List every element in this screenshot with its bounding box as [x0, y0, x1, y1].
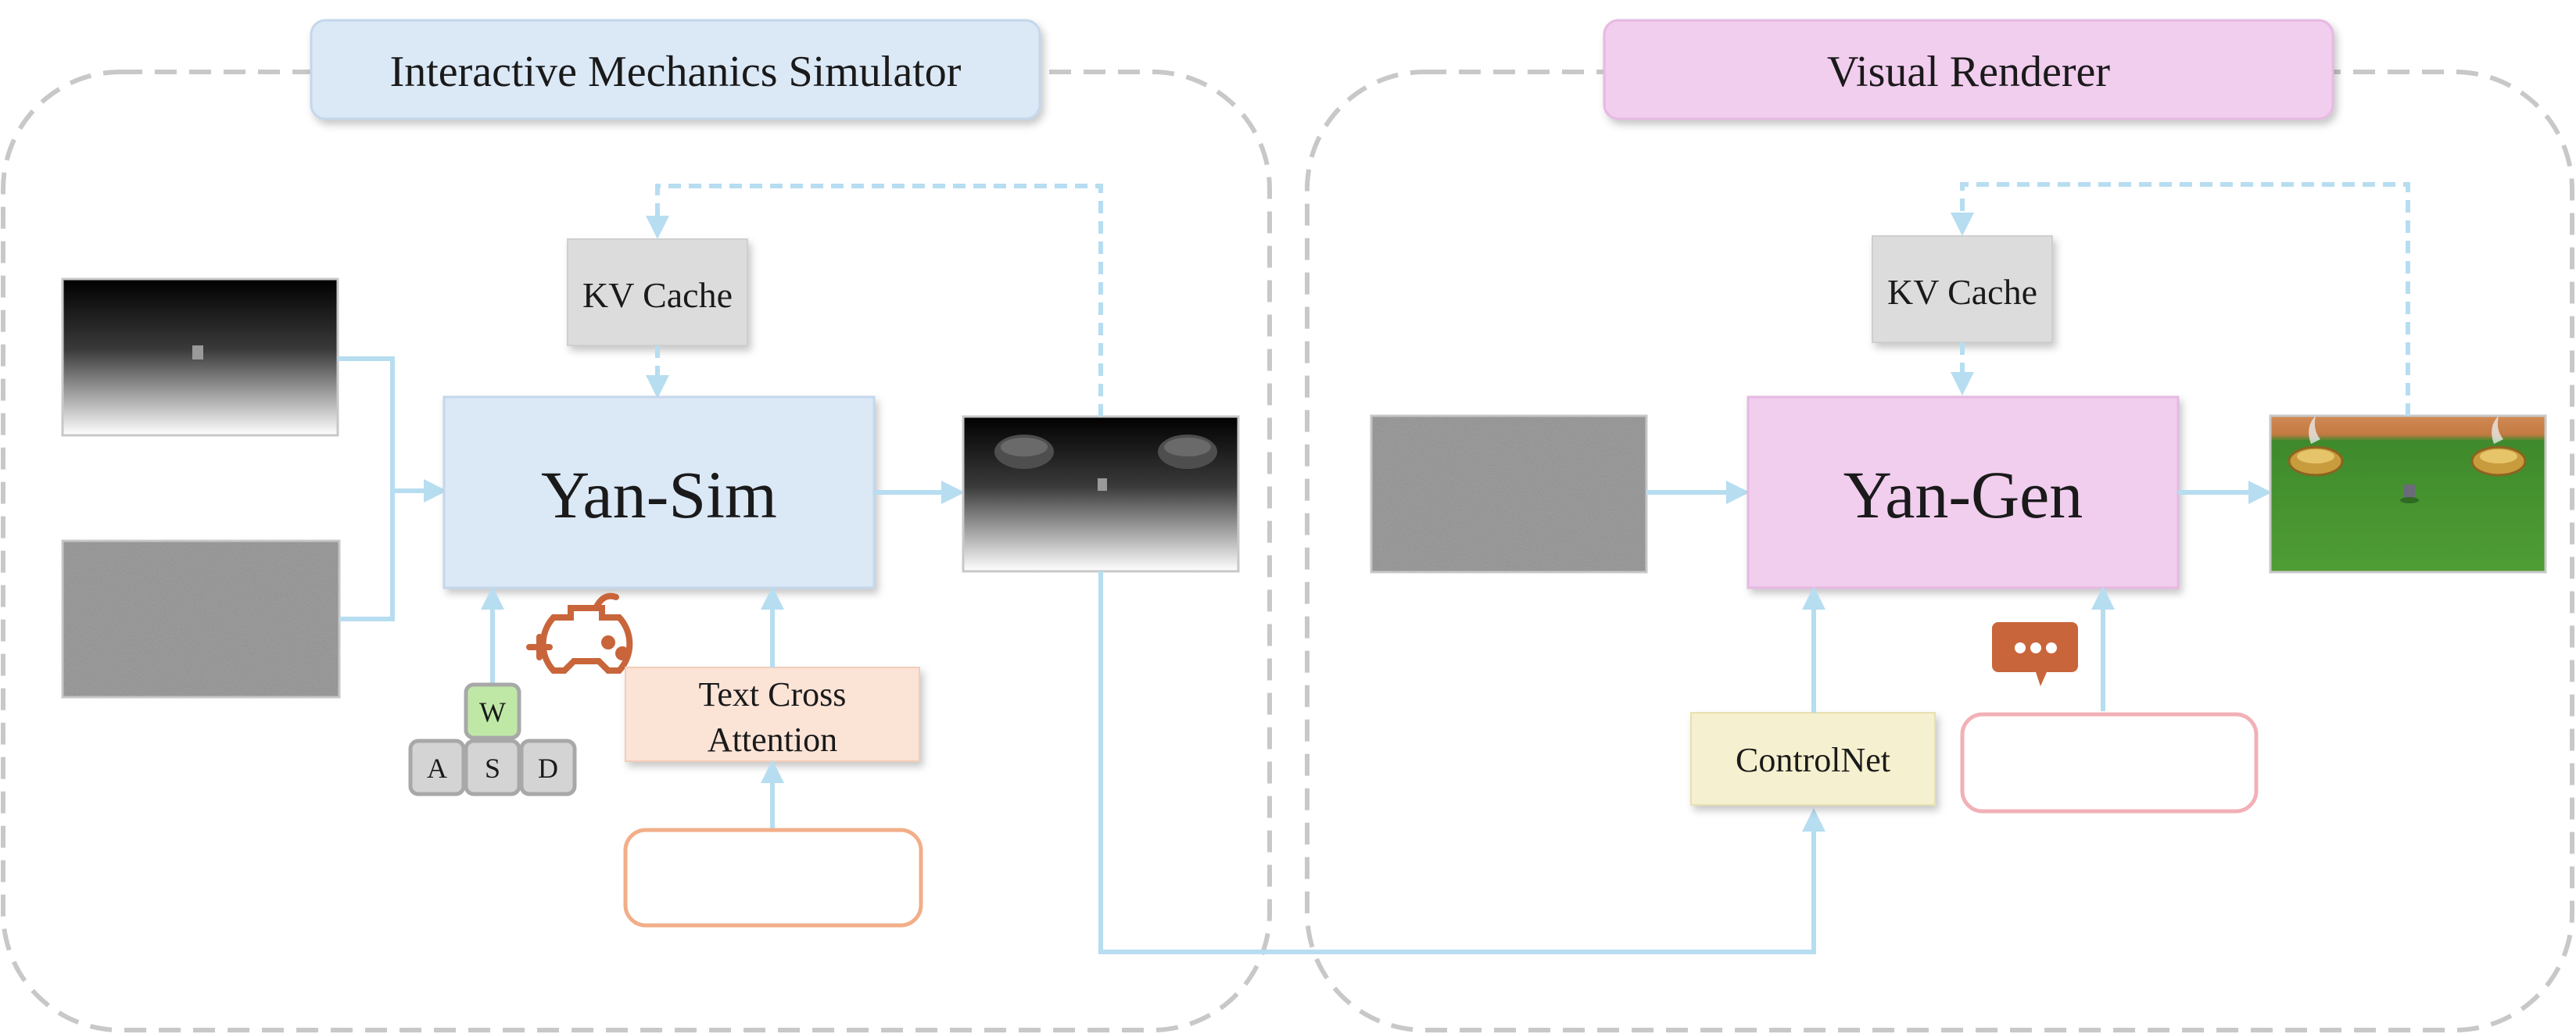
depth-to-merge-line [338, 356, 395, 491]
yan-gen-block: Yan-Gen [1747, 395, 2180, 589]
svg-text:D: D [538, 753, 558, 784]
wasd-keys: W A S D [408, 682, 577, 796]
depth-to-controlnet-line [1098, 571, 1825, 954]
left-panel-title: Interactive Mechanics Simulator [390, 48, 962, 96]
chat-bubble-icon [1992, 622, 2078, 686]
input-depth-image [61, 277, 339, 437]
key-w: W [464, 682, 521, 740]
kv-cache-left-label: KV Cache [582, 275, 733, 315]
right-panel-title-box: Visual Renderer [1603, 19, 2334, 120]
feedback-loop-right [1951, 182, 2410, 416]
gamepad-icon [526, 592, 633, 674]
input-noise-image-left [61, 539, 341, 699]
yan-gen-label: Yan-Gen [1843, 457, 2083, 532]
right-panel-title: Visual Renderer [1827, 48, 2110, 96]
controlnet-label: ControlNet [1736, 741, 1890, 779]
svg-text:S: S [485, 753, 500, 784]
text-cross-attention-label-1: Text Cross [699, 675, 847, 714]
text-cross-attention-label-2: Attention [708, 721, 837, 759]
svg-text:W: W [479, 696, 506, 728]
text-cross-attention-block: Text Cross Attention [625, 667, 920, 762]
key-a: A [408, 739, 466, 796]
key-s: S [464, 739, 521, 796]
noise-to-merge-line [339, 491, 395, 621]
feedback-loop-left [646, 184, 1103, 417]
yan-sim-block: Yan-Sim [442, 395, 876, 589]
controlnet-block: ControlNet [1690, 712, 1936, 806]
kv-cache-right-label: KV Cache [1887, 272, 2037, 312]
right-panel-border [1305, 70, 2574, 1032]
output-rendered-image [2269, 414, 2547, 574]
left-panel-title-box: Interactive Mechanics Simulator [310, 19, 1041, 120]
input-noise-image-right [1370, 414, 1648, 574]
yan-sim-label: Yan-Sim [541, 457, 777, 532]
kv-cache-right: KV Cache [1872, 235, 2053, 343]
kv-cache-left: KV Cache [567, 238, 748, 346]
svg-text:A: A [427, 753, 447, 784]
text-prompt-box-right [1960, 712, 2259, 814]
text-prompt-box-left [623, 828, 923, 928]
key-d: D [519, 739, 577, 796]
output-depth-image [962, 415, 1240, 573]
